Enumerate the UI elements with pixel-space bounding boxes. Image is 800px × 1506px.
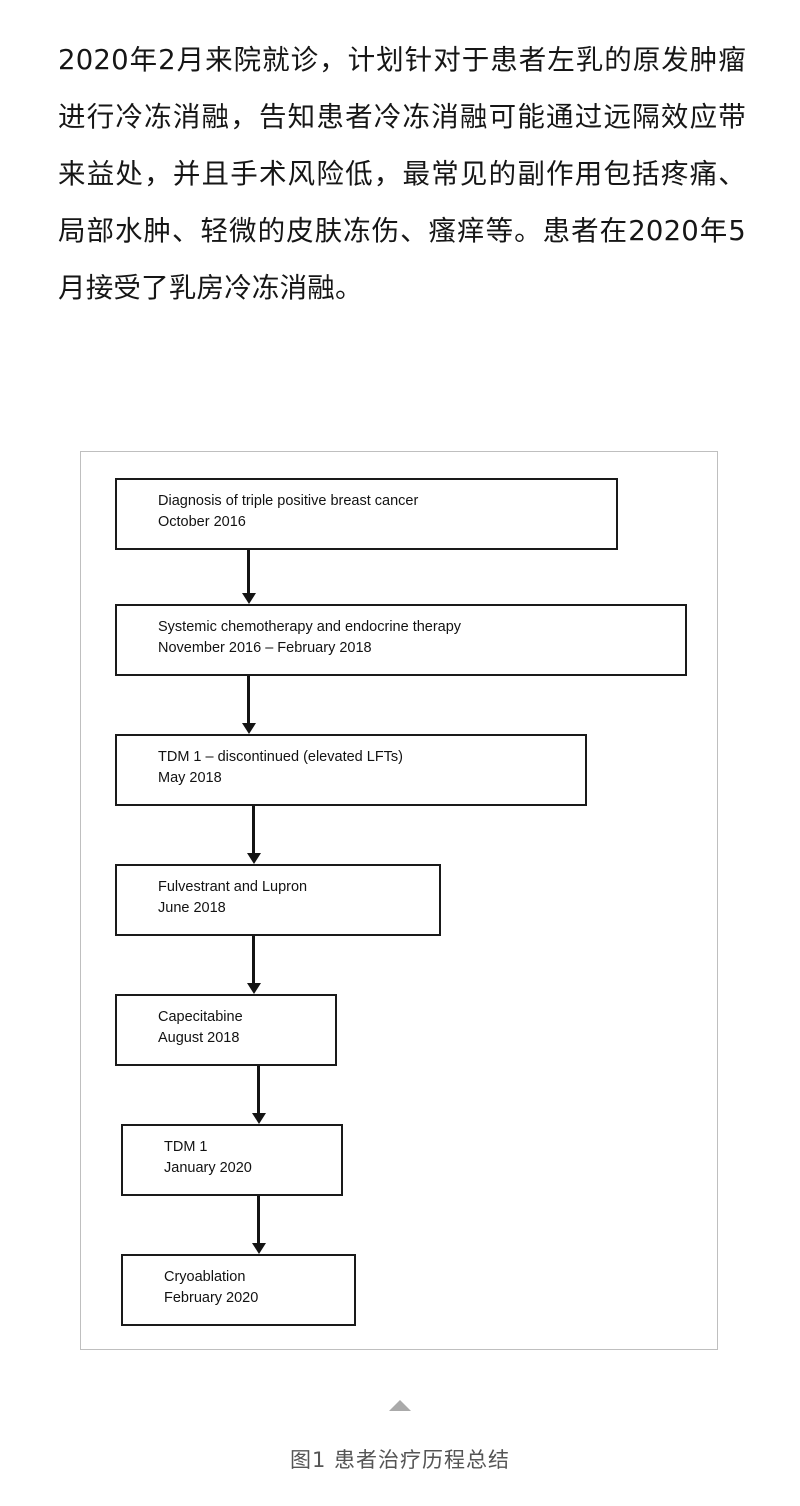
flow-node-date: November 2016 – February 2018 [158,640,372,656]
arrow-down-icon [257,1066,260,1114]
arrow-down-icon [247,676,250,724]
flow-node-diagnosis: Diagnosis of triple positive breast canc… [115,478,618,550]
flowchart-canvas: Diagnosis of triple positive breast canc… [81,452,717,1349]
flow-node-title: Diagnosis of triple positive breast canc… [158,493,419,509]
figure-caption: 图1 患者治疗历程总结 [289,1448,511,1472]
flow-node-tdm1: TDM 1 January 2020 [121,1124,343,1196]
flow-node-systemic-therapy: Systemic chemotherapy and endocrine ther… [115,604,687,676]
flow-node-date: June 2018 [158,900,226,916]
flow-node-title: Systemic chemotherapy and endocrine ther… [158,619,462,635]
arrow-down-icon [257,1196,260,1244]
flow-node-date: January 2020 [164,1160,252,1176]
flow-node-title: TDM 1 – discontinued (elevated LFTs) [158,749,403,765]
flow-node-date: May 2018 [158,770,222,786]
arrow-down-icon [252,936,255,984]
flow-node-cryoablation: Cryoablation February 2020 [121,1254,356,1326]
article-paragraph: 2020年2月来院就诊，计划针对于患者左乳的原发肿瘤进行冷冻消融，告知患者冷冻消… [58,44,746,304]
flow-node-date: October 2016 [158,514,246,530]
flow-node-fulvestrant-lupron: Fulvestrant and Lupron June 2018 [115,864,441,936]
flow-node-date: August 2018 [158,1030,240,1046]
flow-node-title: Cryoablation [164,1269,246,1285]
article-body: 2020年2月来院就诊，计划针对于患者左乳的原发肿瘤进行冷冻消融，告知患者冷冻消… [58,32,746,317]
figure-treatment-timeline: Diagnosis of triple positive breast canc… [80,451,718,1350]
flow-node-tdm1-discontinued: TDM 1 – discontinued (elevated LFTs) May… [115,734,587,806]
flow-node-title: Fulvestrant and Lupron [158,879,308,895]
arrow-down-icon [252,806,255,854]
flow-node-title: Capecitabine [158,1009,243,1025]
flow-node-title: TDM 1 [164,1139,208,1155]
flow-node-date: February 2020 [164,1290,259,1306]
triangle-up-icon[interactable] [389,1400,411,1411]
flow-node-capecitabine: Capecitabine August 2018 [115,994,337,1066]
arrow-down-icon [247,550,250,594]
